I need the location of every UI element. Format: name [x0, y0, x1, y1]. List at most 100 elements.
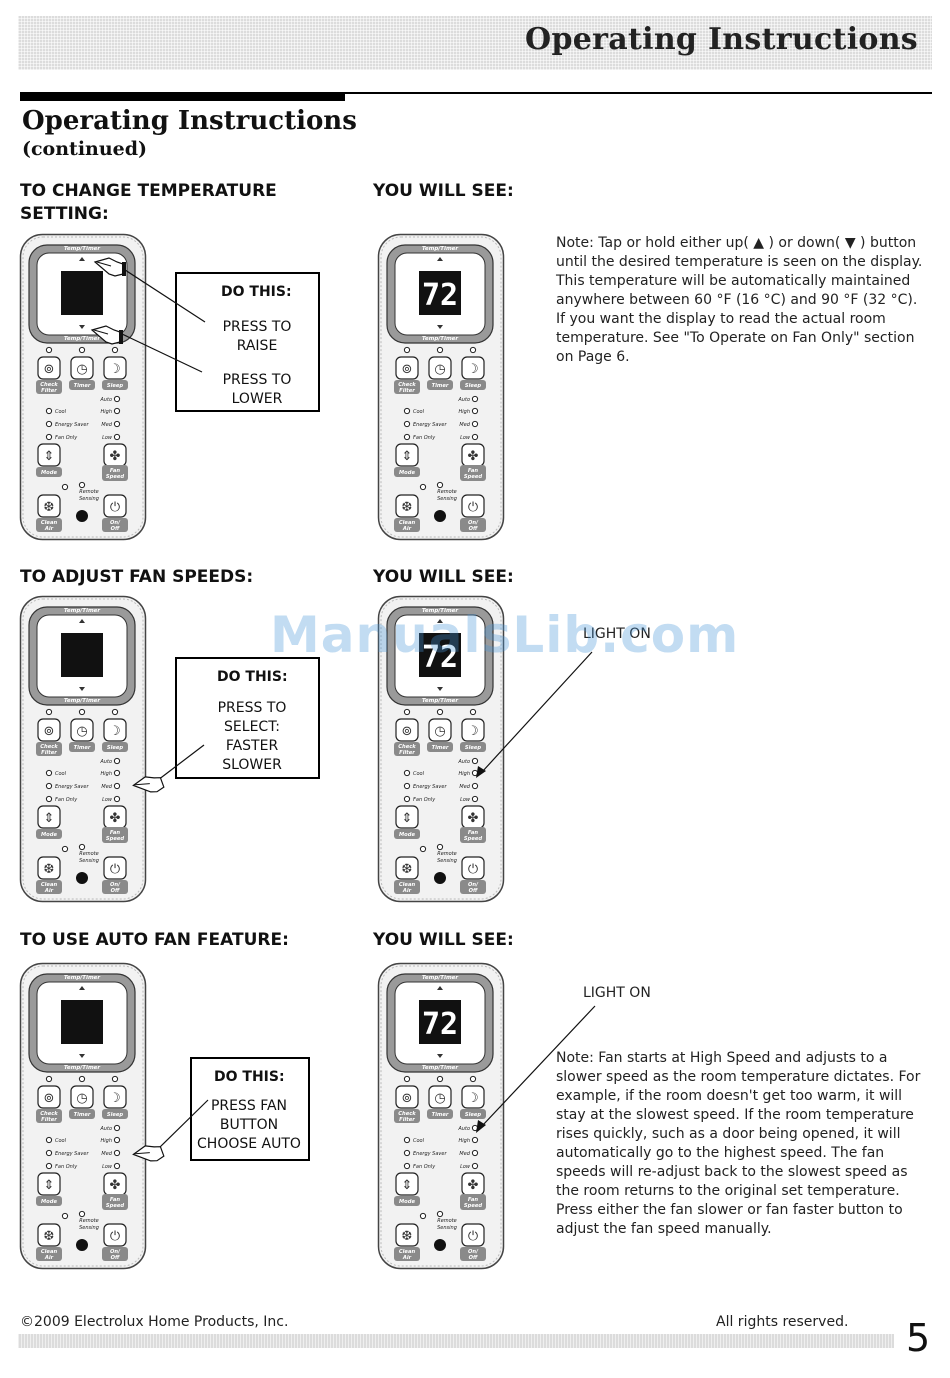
svg-text:✤: ✤ [468, 811, 479, 826]
remote-sensing-label: Remote [79, 489, 99, 495]
display-value: 72 [422, 278, 458, 313]
energy-saver-label: Energy Saver [55, 784, 89, 790]
svg-text:⇕: ⇕ [44, 449, 55, 464]
indicator-led [403, 407, 411, 415]
indicator-led [113, 420, 121, 428]
section-auto-see-heading: YOU WILL SEE: [373, 930, 514, 950]
indicator-led [45, 708, 53, 716]
sleep-icon: ☽ [103, 356, 127, 380]
fan-only-label: Fan Only [55, 1164, 78, 1170]
power-icon: ⏻ [103, 1223, 127, 1247]
temperature-display [61, 271, 103, 315]
cool-label: Cool [413, 1138, 425, 1144]
temp-timer-label: Temp/Timer [64, 246, 101, 252]
fan-icon: ✤ [103, 1172, 127, 1196]
svg-text:✤: ✤ [110, 1178, 121, 1193]
svg-text:☽: ☽ [467, 1091, 479, 1106]
header-banner: Operating Instructions [18, 16, 932, 70]
indicator-led [471, 1162, 479, 1170]
clean-air-label: Clean [41, 882, 58, 888]
clean-air-icon: ❆ [37, 494, 61, 518]
timer-icon: ◷ [70, 718, 94, 742]
section-fan-see-heading: YOU WILL SEE: [373, 567, 514, 587]
fan-only-label: Fan Only [413, 435, 436, 441]
clean-air-label: Air [402, 1255, 412, 1261]
do-this-box-temp: DO THIS: PRESS TO RAISE PRESS TO LOWER [175, 272, 320, 412]
pointer-line [481, 651, 593, 773]
check-filter-label: Filter [399, 1117, 415, 1123]
do-this-box-fan: DO THIS: PRESS TO SELECT: FASTER SLOWER [175, 657, 320, 779]
timer-label: Timer [432, 745, 449, 751]
on-off-label: On/ [468, 1249, 479, 1255]
svg-text:◷: ◷ [76, 724, 87, 739]
remote-control-diagram: Temp/Timer Temp/Timer ⊚ ◷ ☽ Check Filter… [19, 233, 147, 541]
med-label: Med [459, 1151, 470, 1157]
timer-icon: ◷ [428, 1085, 452, 1109]
high-label: High [101, 409, 113, 415]
sleep-label: Sleep [107, 383, 124, 389]
energy-saver-label: Energy Saver [55, 1151, 89, 1157]
svg-text:⊚: ⊚ [402, 362, 413, 377]
remote-sensing-label: Sensing [437, 1225, 457, 1231]
remote-control-diagram: Temp/Timer 72 Temp/Timer ⊚ ◷ ☽ Check Fil… [377, 595, 505, 903]
sleep-label: Sleep [107, 745, 124, 751]
svg-text:☽: ☽ [109, 1091, 121, 1106]
check-filter-label: Filter [41, 388, 57, 394]
low-label: Low [460, 1164, 471, 1170]
indicator-led [471, 420, 479, 428]
clean-air-label: Clean [41, 1249, 58, 1255]
temp-timer-label: Temp/Timer [64, 1065, 101, 1071]
mode-label: Mode [41, 470, 57, 476]
up-arrow-icon [437, 619, 443, 623]
footer-bar [18, 1334, 894, 1348]
fan-only-label: Fan Only [55, 435, 78, 441]
mode-label: Mode [41, 1199, 57, 1205]
fan-speed-label: Speed [106, 474, 124, 480]
mode-label: Mode [399, 832, 415, 838]
down-arrow-icon [79, 687, 85, 691]
up-arrow-icon [437, 257, 443, 261]
temperature-display [61, 633, 103, 677]
instruction-line: SELECT: [224, 719, 280, 735]
timer-label: Timer [74, 745, 91, 751]
svg-text:☽: ☽ [467, 362, 479, 377]
svg-text:◷: ◷ [434, 1091, 445, 1106]
mode-icon: ⇕ [37, 805, 61, 829]
med-label: Med [459, 422, 470, 428]
remote-sensing-label: Sensing [79, 496, 99, 502]
indicator-led [78, 1210, 86, 1218]
temp-timer-label: Temp/Timer [422, 336, 459, 342]
indicator-led [45, 407, 53, 415]
on-off-label: Off [469, 1255, 478, 1261]
indicator-led [436, 346, 444, 354]
note-temperature: Note: Tap or hold either up( ▲ ) or down… [556, 235, 923, 365]
fan-speed-label: Fan [110, 468, 120, 474]
temperature-display [419, 633, 461, 677]
sleep-icon: ☽ [461, 356, 485, 380]
on-off-label: On/ [468, 882, 479, 888]
svg-text:⊚: ⊚ [402, 1091, 413, 1106]
temperature-display [61, 1000, 103, 1044]
section-auto-heading: TO USE AUTO FAN FEATURE: [20, 930, 289, 950]
remote-sensing-label: Sensing [79, 1225, 99, 1231]
indicator-led [403, 420, 411, 428]
indicator-led [403, 1136, 411, 1144]
indicator-led [61, 845, 69, 853]
indicator-led [45, 433, 53, 441]
svg-text:☽: ☽ [109, 362, 121, 377]
svg-text:◷: ◷ [76, 1091, 87, 1106]
temp-timer-label: Temp/Timer [64, 336, 101, 342]
indicator-led [111, 346, 119, 354]
timer-label: Timer [74, 1112, 91, 1118]
high-label: High [459, 1138, 471, 1144]
remote-control-diagram: Temp/Timer 72 Temp/Timer ⊚ ◷ ☽ Check Fil… [377, 233, 505, 541]
indicator-led [471, 1136, 479, 1144]
fan-only-label: Fan Only [413, 797, 436, 803]
remote-sensing-label: Sensing [79, 858, 99, 864]
check-filter-label: Check [398, 744, 416, 750]
clean-air-label: Clean [399, 520, 416, 526]
temp-timer-label: Temp/Timer [422, 1065, 459, 1071]
indicator-led [403, 795, 411, 803]
indicator-led [45, 420, 53, 428]
timer-icon: ◷ [70, 1085, 94, 1109]
